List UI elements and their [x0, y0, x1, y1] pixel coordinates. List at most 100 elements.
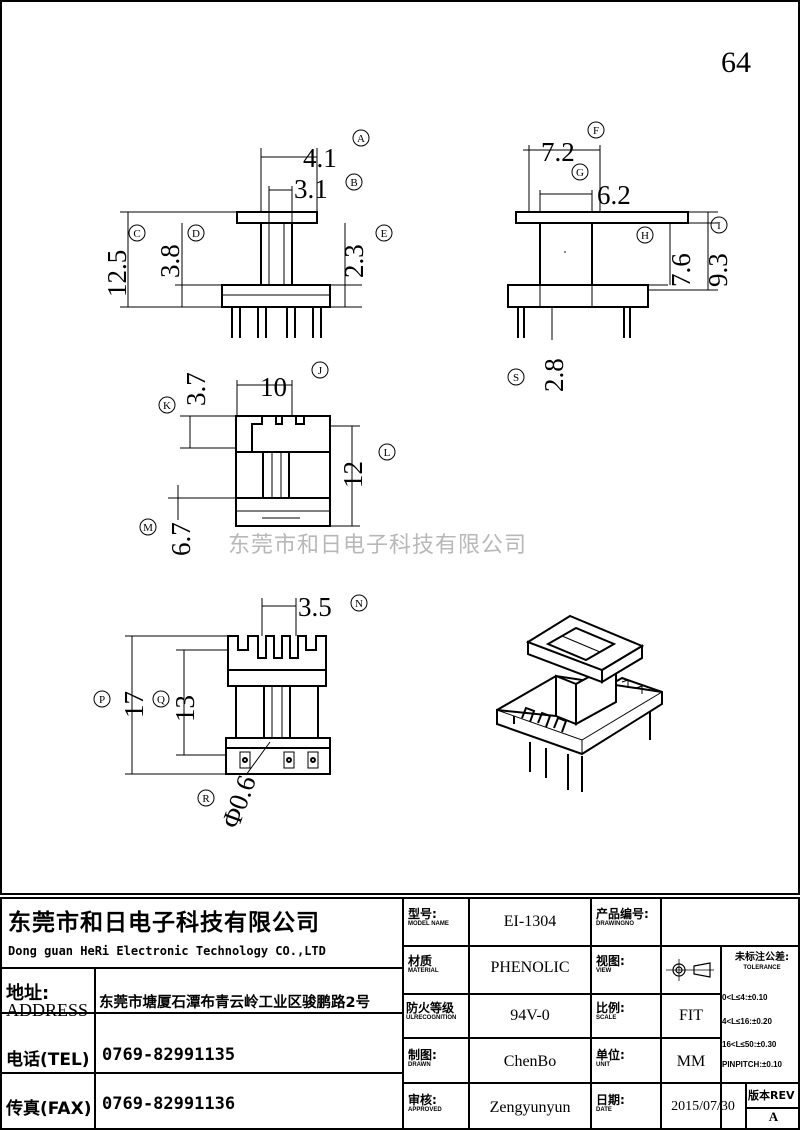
svg-text:K: K: [163, 400, 171, 412]
rev-label: 版本REV: [748, 1089, 795, 1102]
svg-text:F: F: [593, 125, 599, 137]
marker-e: E: [375, 224, 393, 242]
bottom-view: [125, 598, 331, 776]
dim-7-2: 7.2: [541, 137, 575, 167]
svg-text:H: H: [641, 230, 649, 242]
date-label-en: DATE: [596, 1107, 612, 1113]
scale-label-cn: 比例:: [596, 1001, 625, 1015]
title-block: 东莞市和日电子科技有限公司 Dong guan HeRi Electronic …: [0, 897, 800, 1130]
dim-12-5: 12.5: [102, 250, 132, 297]
watermark: 东莞市和日电子科技有限公司: [228, 533, 528, 558]
flame-value: 94V-0: [510, 1007, 550, 1024]
marker-c: C: [128, 224, 146, 242]
tolerance-label-en: TOLERANCE: [743, 965, 781, 971]
company-name-cn: 东莞市和日电子科技有限公司: [8, 910, 320, 936]
model-value: EI-1304: [503, 913, 557, 930]
drawn-value: ChenBo: [503, 1053, 557, 1070]
dim-3-1: 3.1: [294, 174, 328, 204]
rev-value: A: [768, 1109, 779, 1124]
dim-9-3: 9.3: [703, 253, 733, 287]
core-post: [260, 222, 293, 286]
tolerance-3: 16<L≤50:±0.30: [722, 1040, 777, 1049]
flame-label-en: ULRECOGNITION: [406, 1015, 457, 1021]
top-flange: [236, 211, 318, 224]
technical-drawing: 64 4.1 3.1 12.5 3.8 2.3: [0, 0, 800, 895]
marker-q: Q: [152, 690, 170, 708]
svg-text:N: N: [355, 598, 363, 610]
plan-lower-flange: [235, 497, 331, 527]
unit-label-cn: 单位:: [596, 1048, 625, 1062]
svg-text:I: I: [717, 220, 721, 232]
base: [221, 284, 331, 308]
side-top-flange: [515, 211, 689, 224]
marker-p: P: [93, 690, 111, 708]
tel-value: 0769-82991135: [102, 1045, 236, 1065]
svg-text:M: M: [143, 522, 153, 534]
svg-text:A: A: [357, 133, 365, 145]
approved-value: Zengyunyun: [489, 1099, 571, 1116]
svg-text:D: D: [192, 228, 200, 240]
material-label-en: MATERIAL: [408, 968, 439, 974]
drawing-no-label-en: DRAWINGNO: [596, 921, 634, 927]
scale-label-en: SCALE: [596, 1015, 617, 1021]
address-label-en: ADDRESS: [6, 1000, 89, 1020]
page-number: 64: [721, 46, 751, 79]
dim-7-6: 7.6: [666, 253, 696, 287]
marker-d: D: [187, 224, 205, 242]
marker-r: R: [197, 789, 215, 807]
dim-12: 12: [338, 461, 368, 488]
drawing-no-label-cn: 产品编号:: [596, 907, 649, 921]
svg-text:C: C: [133, 228, 140, 240]
model-label-cn: 型号:: [408, 907, 437, 921]
model-label-en: MODEL NAME: [408, 921, 449, 927]
dim-4-1: 4.1: [303, 143, 337, 173]
material-label-cn: 材质: [408, 954, 433, 968]
svg-text:P: P: [99, 694, 105, 706]
marker-m: M: [139, 518, 157, 536]
tolerance-2: 4<L≤16:±0.20: [722, 1017, 772, 1026]
drawn-label-en: DRAWN: [408, 1062, 431, 1068]
svg-text:Q: Q: [157, 694, 165, 706]
marker-a: A: [352, 129, 370, 147]
bottom-middle-bar: [227, 669, 327, 687]
address-value: 东莞市塘厦石潭布青云岭工业区骏鹏路2号: [99, 995, 371, 1011]
side-view: [507, 145, 718, 340]
marker-j: J: [311, 361, 329, 379]
dim-phi-0-6: Φ0.6: [215, 772, 261, 833]
top-view: [168, 380, 360, 527]
side-post: [539, 222, 593, 286]
svg-text:E: E: [381, 228, 388, 240]
marker-s: S: [507, 368, 525, 386]
svg-text:B: B: [350, 177, 357, 189]
date-value: 2015/07/30: [671, 1099, 735, 1114]
view-label-en: VIEW: [596, 968, 612, 974]
marker-n: N: [350, 594, 368, 612]
material-value: PHENOLIC: [490, 959, 570, 976]
dim-2-8: 2.8: [539, 358, 569, 392]
company-name-en: Dong guan HeRi Electronic Technology CO.…: [8, 944, 326, 958]
approved-label-en: APPROVED: [408, 1107, 442, 1113]
svg-text:R: R: [202, 793, 210, 805]
marker-l: L: [378, 443, 396, 461]
scale-value: FIT: [679, 1007, 703, 1024]
dim-6-2: 6.2: [597, 180, 631, 210]
date-label-cn: 日期:: [596, 1093, 625, 1107]
isometric-view: [496, 614, 663, 792]
dim-6-7: 6.7: [166, 522, 196, 556]
marker-i: I: [710, 216, 728, 234]
side-base: [507, 284, 649, 308]
view-label-cn: 视图:: [596, 954, 625, 968]
marker-k: K: [158, 396, 176, 414]
tolerance-4: PINPITCH:±0.10: [722, 1060, 782, 1069]
tolerance-1: 0<L≤4:±0.10: [722, 993, 768, 1002]
approved-label-cn: 审核:: [408, 1093, 437, 1107]
dim-3-8: 3.8: [155, 244, 185, 278]
svg-text:G: G: [576, 167, 584, 179]
unit-value: MM: [676, 1053, 706, 1070]
fax-value: 0769-82991136: [102, 1094, 236, 1114]
marker-h: H: [636, 226, 654, 244]
front-view: [120, 148, 362, 338]
dim-13: 13: [170, 695, 200, 722]
dim-2-3: 2.3: [339, 244, 369, 278]
unit-label-en: UNIT: [596, 1062, 610, 1068]
